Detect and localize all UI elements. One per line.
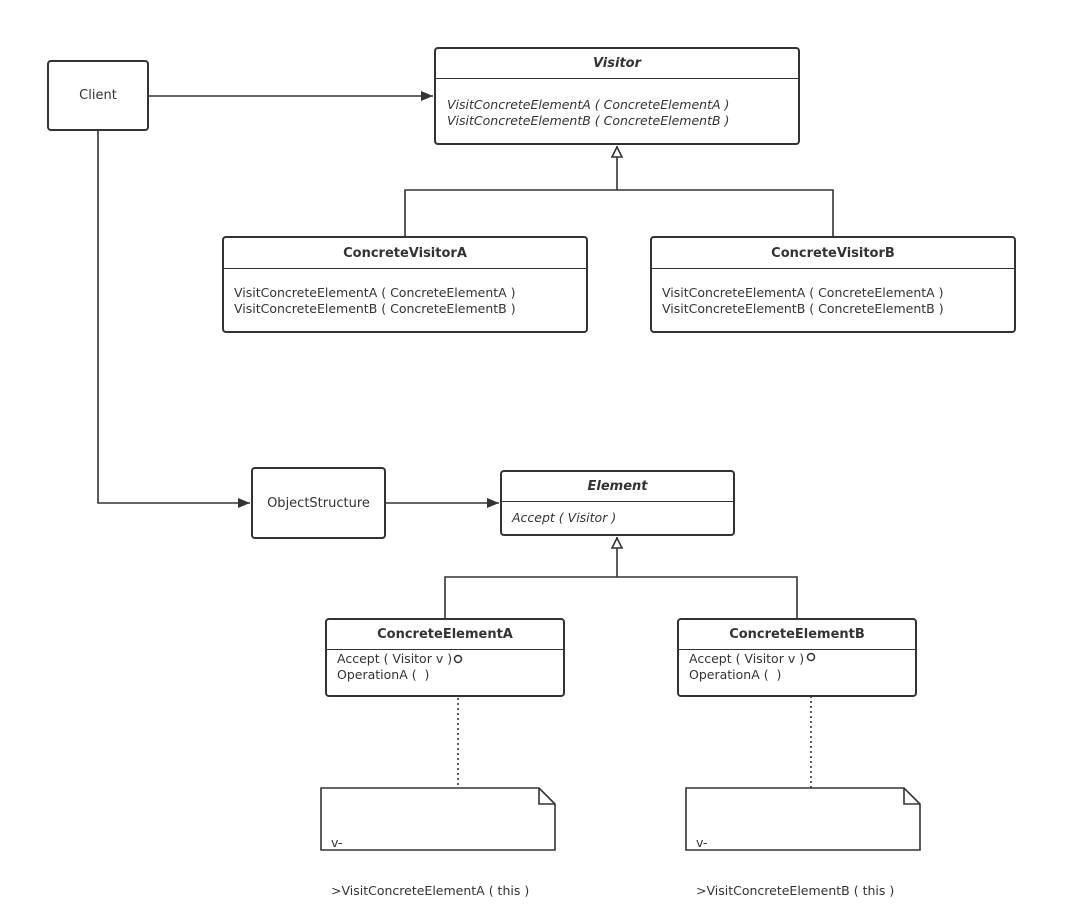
concrete-visitor-a-operation: VisitConcreteElementB ( ConcreteElementB…	[234, 301, 516, 316]
note-a[interactable]: v- >VisitConcreteElementA ( this )	[320, 787, 556, 898]
concrete-visitor-a-class[interactable]: ConcreteVisitorA VisitConcreteElementA (…	[222, 236, 588, 333]
concrete-visitor-a-operation: VisitConcreteElementA ( ConcreteElementA…	[234, 285, 516, 300]
note-a-line: >VisitConcreteElementA ( this )	[331, 883, 530, 898]
concrete-visitor-b-operation: VisitConcreteElementA ( ConcreteElementA…	[662, 285, 944, 300]
concrete-visitor-b-class-name: ConcreteVisitorB	[652, 238, 1014, 269]
note-a-line: v-	[331, 835, 343, 850]
note-a-shape	[320, 787, 556, 851]
concrete-visitor-a-operations: VisitConcreteElementA ( ConcreteElementA…	[224, 269, 586, 317]
concrete-element-a-class[interactable]: ConcreteElementA Accept ( Visitor v ) Op…	[325, 618, 565, 697]
object-structure-label: ObjectStructure	[267, 495, 370, 511]
visitor-operations: VisitConcreteElementA ( ConcreteElementA…	[436, 79, 798, 129]
object-structure-box[interactable]: ObjectStructure	[251, 467, 386, 539]
client-box[interactable]: Client	[47, 60, 149, 131]
visitor-class[interactable]: Visitor VisitConcreteElementA ( Concrete…	[434, 47, 800, 145]
visitor-class-name: Visitor	[436, 49, 798, 79]
concreteelement-generalization	[444, 576, 798, 619]
note-b-text: v- >VisitConcreteElementB ( this )	[696, 803, 894, 912]
concrete-element-b-class-name: ConcreteElementB	[679, 620, 915, 650]
concrete-visitor-b-class[interactable]: ConcreteVisitorB VisitConcreteElementA (…	[650, 236, 1016, 333]
concrete-element-a-operation: OperationA ( )	[337, 667, 430, 682]
note-b-shape	[685, 787, 921, 851]
concretevisitora-generalization	[404, 189, 834, 237]
client-objectstructure-association	[97, 131, 250, 508]
concrete-visitor-b-operation: VisitConcreteElementB ( ConcreteElementB…	[662, 301, 944, 316]
visitor-operation: VisitConcreteElementA ( ConcreteElementA…	[447, 97, 730, 112]
note-b[interactable]: v- >VisitConcreteElementB ( this )	[685, 787, 921, 898]
concrete-visitor-a-class-name: ConcreteVisitorA	[224, 238, 586, 269]
concrete-visitor-b-operations: VisitConcreteElementA ( ConcreteElementA…	[652, 269, 1014, 317]
element-class-name: Element	[502, 472, 733, 502]
visitor-operation: VisitConcreteElementB ( ConcreteElementB…	[447, 113, 730, 128]
concrete-element-a-class-name: ConcreteElementA	[327, 620, 563, 650]
element-operations: Accept ( Visitor )	[502, 502, 733, 526]
client-label: Client	[79, 88, 117, 103]
note-b-line: >VisitConcreteElementB ( this )	[696, 883, 895, 898]
concrete-element-b-operation: Accept ( Visitor v )	[689, 651, 805, 666]
element-class[interactable]: Element Accept ( Visitor )	[500, 470, 735, 536]
concrete-element-b-operations: Accept ( Visitor v ) OperationA ( )	[679, 650, 915, 683]
concrete-element-b-operation: OperationA ( )	[689, 667, 782, 682]
element-operation: Accept ( Visitor )	[512, 510, 617, 525]
concrete-element-a-operations: Accept ( Visitor v ) OperationA ( )	[327, 650, 563, 683]
concrete-element-b-class[interactable]: ConcreteElementB Accept ( Visitor v ) Op…	[677, 618, 917, 697]
note-b-line: v-	[696, 835, 708, 850]
note-a-text: v- >VisitConcreteElementA ( this )	[331, 803, 529, 912]
concrete-element-a-operation: Accept ( Visitor v )	[337, 651, 453, 666]
